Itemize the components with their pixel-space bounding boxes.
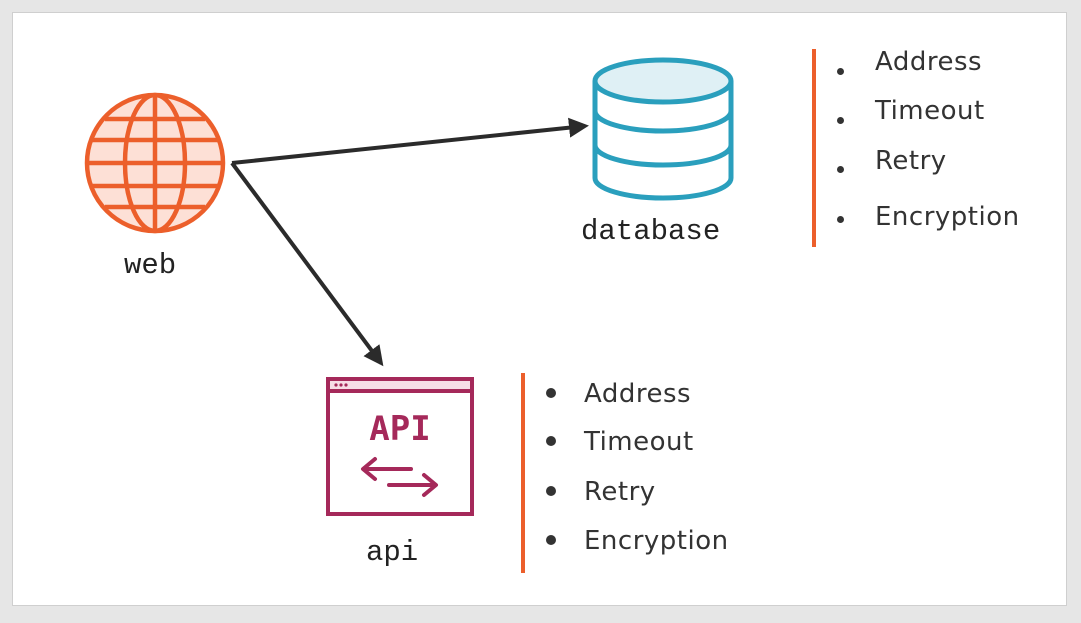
bullet xyxy=(546,388,556,398)
diagram-graphics: API xyxy=(84,57,734,516)
database-property-encryption: Encryption xyxy=(875,202,1020,232)
web-label: web xyxy=(124,249,177,282)
api-label: api xyxy=(366,536,419,569)
bullet xyxy=(837,216,844,223)
database-property-retry: Retry xyxy=(875,146,947,176)
database-property-timeout: Timeout xyxy=(875,96,985,126)
api-properties-accent-bar xyxy=(521,373,525,573)
svg-text:API: API xyxy=(369,409,430,449)
api-window-icon: API xyxy=(326,377,474,516)
api-property-retry: Retry xyxy=(584,477,656,507)
arrow-web-to-api xyxy=(230,161,384,367)
bullet xyxy=(837,68,844,75)
api-property-timeout: Timeout xyxy=(584,427,694,457)
bullet xyxy=(546,436,556,446)
api-property-address: Address xyxy=(584,379,692,409)
database-property-address: Address xyxy=(875,47,983,77)
bullet xyxy=(837,117,844,124)
database-icon xyxy=(592,57,734,201)
bullet xyxy=(546,486,556,496)
bullet xyxy=(546,535,556,545)
database-label: database xyxy=(581,215,721,248)
globe-icon xyxy=(84,92,226,234)
api-property-encryption: Encryption xyxy=(584,526,729,556)
diagram-canvas: API web database api Address Timeout Ret… xyxy=(12,12,1067,606)
arrow-web-to-database xyxy=(231,117,589,165)
bullet xyxy=(837,166,844,173)
database-properties-accent-bar xyxy=(812,49,816,247)
